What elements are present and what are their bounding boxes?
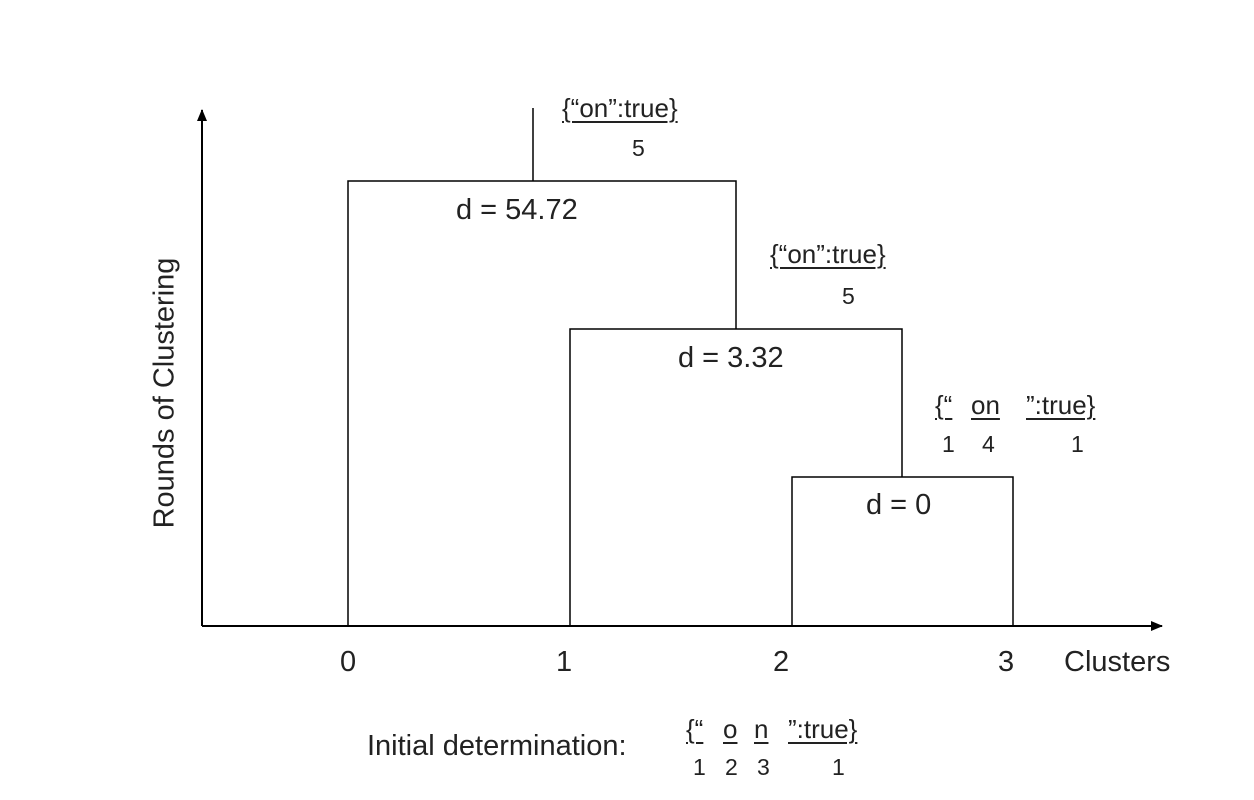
merged-string: {“on”:true} bbox=[770, 239, 886, 269]
distance-label: d = 0 bbox=[866, 489, 932, 521]
string-part: ”:true} bbox=[788, 714, 858, 744]
y-axis-label: Rounds of Clustering bbox=[148, 257, 181, 529]
string-part: {“ bbox=[686, 714, 704, 744]
string-part: on bbox=[971, 390, 1000, 420]
string-part-count: 2 bbox=[725, 754, 738, 780]
x-tick-label: 0 bbox=[340, 646, 357, 678]
distance-label: d = 54.72 bbox=[456, 194, 578, 226]
x-tick-label: 2 bbox=[773, 646, 790, 678]
string-part: {“ bbox=[935, 390, 953, 420]
initial-label: Initial determination: bbox=[367, 730, 627, 762]
merged-string-count: 5 bbox=[632, 135, 645, 161]
string-part-count: 1 bbox=[1071, 431, 1084, 457]
string-part-count: 4 bbox=[982, 431, 995, 457]
string-part: ”:true} bbox=[1026, 390, 1096, 420]
x-axis-label: Clusters bbox=[1064, 646, 1171, 678]
merge-link-d54 bbox=[347, 180, 737, 626]
string-part-count: 3 bbox=[757, 754, 770, 780]
string-part-count: 1 bbox=[832, 754, 845, 780]
merged-string: {“on”:true} bbox=[562, 93, 678, 123]
string-part: n bbox=[754, 714, 769, 744]
string-part-count: 1 bbox=[942, 431, 955, 457]
x-tick-label: 1 bbox=[556, 646, 573, 678]
string-part: o bbox=[723, 714, 738, 744]
string-part-count: 1 bbox=[693, 754, 706, 780]
distance-label: d = 3.32 bbox=[678, 342, 784, 374]
merged-string-count: 5 bbox=[842, 283, 855, 309]
x-tick-label: 3 bbox=[998, 646, 1015, 678]
